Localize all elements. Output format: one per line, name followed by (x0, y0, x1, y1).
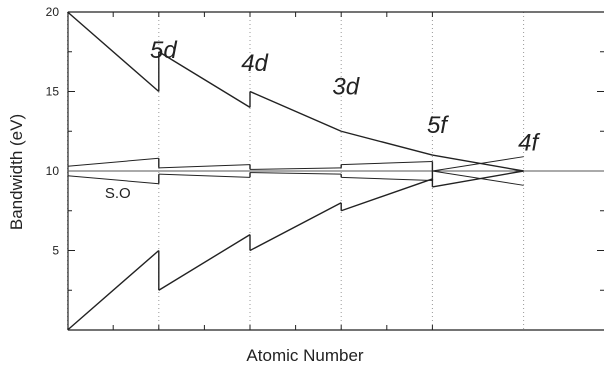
upper-envelope-segment (432, 154, 524, 172)
upper-envelope-segment (67, 11, 160, 93)
spin-orbit-upper-segment (67, 157, 159, 167)
spin-orbit-lower-segment (67, 175, 159, 185)
y-tick-label: 20 (46, 5, 60, 19)
spin-orbit-upper-segment (158, 164, 251, 169)
upper-envelope-segment (249, 90, 342, 132)
series-label-5d: 5d (150, 37, 177, 64)
series-label-3d: 3d (332, 74, 359, 101)
lower-envelope-segment (67, 249, 160, 331)
series-label-4d: 4d (241, 50, 268, 77)
spin-orbit-lower-segment (249, 172, 342, 175)
upper-envelope-segment (158, 51, 251, 108)
spin-orbit-lower-segment (158, 173, 251, 178)
spin-orbit-label: S.O (105, 185, 131, 202)
spin-orbit-lower-segment (341, 176, 433, 182)
lower-envelope-segment (249, 202, 342, 252)
series-label-5f: 5f (427, 112, 449, 139)
lower-envelope-segment (432, 170, 524, 188)
y-tick-label: 5 (52, 244, 59, 258)
spin-orbit-upper-segment (341, 160, 433, 166)
axis-ticks: 5 10 15 20 (46, 5, 604, 330)
lower-envelope-segment (158, 234, 251, 291)
y-axis-title: Bandwidth (eV) (7, 114, 26, 230)
spin-orbit-lower-segment (432, 170, 524, 186)
spin-orbit-upper-segment (249, 167, 342, 170)
lower-envelope-segment (340, 178, 433, 212)
y-tick-label: 15 (46, 85, 60, 99)
series-label-4f: 4f (518, 129, 540, 156)
upper-envelope-segment (341, 130, 433, 156)
bandwidth-series (67, 11, 524, 331)
series-labels: 5d 4d 3d 5f 4fS.O (105, 37, 541, 202)
y-tick-label: 10 (46, 164, 60, 178)
x-axis-title: Atomic Number (246, 346, 363, 365)
spin-orbit-upper-segment (432, 156, 524, 172)
